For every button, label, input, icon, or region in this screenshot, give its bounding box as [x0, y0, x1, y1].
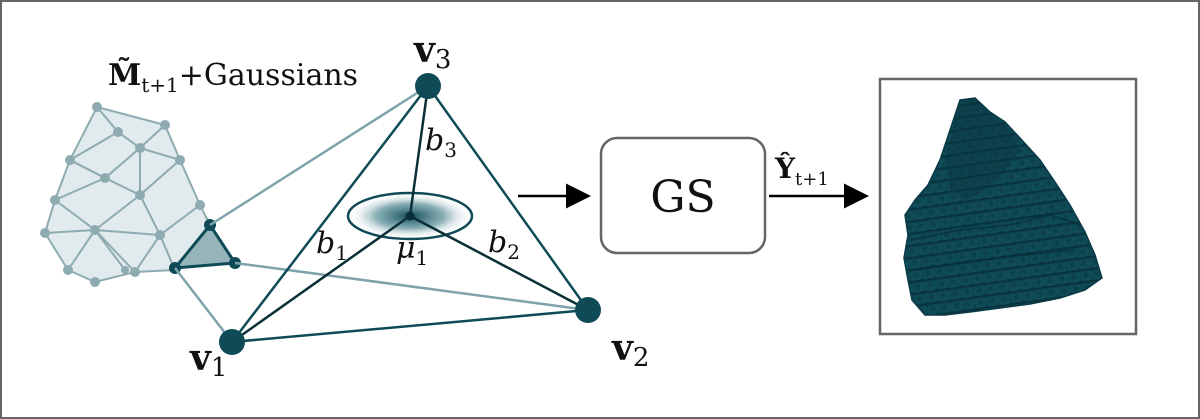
vertex-v1	[219, 329, 245, 355]
gs-renderer-box	[599, 136, 767, 255]
label-v3: v3	[413, 29, 451, 75]
label-b2: b2	[488, 225, 520, 264]
output-cloth-render	[903, 97, 1103, 316]
mesh-triangulation	[40, 102, 241, 287]
label-v2: v2	[611, 327, 649, 373]
output-label: Ŷt+1	[774, 152, 829, 190]
vertex-v2	[575, 297, 601, 323]
label-b1: b1	[316, 226, 348, 265]
highlighted-face	[171, 222, 238, 270]
vertex-v3	[415, 73, 441, 99]
projection-lines	[174, 84, 589, 343]
big-triangle	[219, 73, 601, 355]
label-mu1: μ1	[396, 231, 428, 270]
label-v1: v1	[189, 337, 227, 383]
gaussian-center-dot	[405, 211, 415, 221]
gs-label: GS	[650, 172, 715, 223]
label-b3: b3	[425, 123, 457, 162]
mesh-label: M̃t+1+Gaussians	[108, 58, 358, 97]
